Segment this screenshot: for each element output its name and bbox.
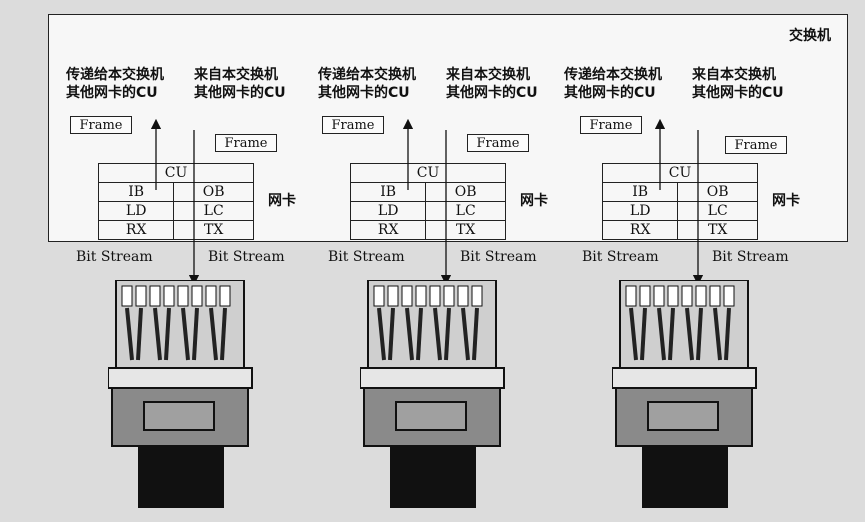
port-1: 传递给本交换机 其他网卡的CU 来自本交换机 其他网卡的CU Frame Fra…: [58, 0, 318, 522]
rj45-connector: [360, 280, 505, 508]
recv-caption-line-2: 其他网卡的CU: [446, 85, 538, 101]
frame-out-tag: Frame: [70, 116, 132, 134]
signal-arrows: [402, 118, 452, 286]
card-cell: RX: [97, 220, 175, 240]
frame-out-tag: Frame: [580, 116, 642, 134]
card-cell: RX: [349, 220, 427, 240]
card-label: 网卡: [772, 193, 800, 209]
send-caption: 传递给本交换机 其他网卡的CU: [318, 66, 416, 102]
recv-caption-line-1: 来自本交换机: [692, 67, 776, 83]
send-caption-line-2: 其他网卡的CU: [564, 85, 656, 101]
signal-arrows: [654, 118, 704, 286]
send-caption-line-2: 其他网卡的CU: [66, 85, 158, 101]
bitstream-right: Bit Stream: [208, 249, 285, 265]
recv-caption-line-1: 来自本交换机: [194, 67, 278, 83]
recv-caption: 来自本交换机 其他网卡的CU: [194, 66, 286, 102]
bitstream-left: Bit Stream: [328, 249, 405, 265]
send-caption: 传递给本交换机 其他网卡的CU: [564, 66, 662, 102]
recv-caption-line-1: 来自本交换机: [446, 67, 530, 83]
send-caption-line-1: 传递给本交换机: [318, 67, 416, 83]
switch-label: 交换机: [789, 28, 831, 44]
bitstream-left: Bit Stream: [582, 249, 659, 265]
recv-caption-line-2: 其他网卡的CU: [194, 85, 286, 101]
card-label: 网卡: [520, 193, 548, 209]
frame-in-tag: Frame: [725, 136, 787, 154]
card-cell: RX: [601, 220, 679, 240]
recv-caption: 来自本交换机 其他网卡的CU: [692, 66, 784, 102]
frame-in-tag: Frame: [467, 134, 529, 152]
port-2: 传递给本交换机 其他网卡的CU 来自本交换机 其他网卡的CU Frame Fra…: [310, 0, 570, 522]
card-cell: IB: [97, 182, 175, 202]
card-title: CU: [602, 163, 758, 183]
port-3: 传递给本交换机 其他网卡的CU 来自本交换机 其他网卡的CU Frame Fra…: [560, 0, 820, 522]
recv-caption: 来自本交换机 其他网卡的CU: [446, 66, 538, 102]
card-label: 网卡: [268, 193, 296, 209]
bitstream-right: Bit Stream: [712, 249, 789, 265]
send-caption: 传递给本交换机 其他网卡的CU: [66, 66, 164, 102]
frame-in-tag: Frame: [215, 134, 277, 152]
recv-caption-line-2: 其他网卡的CU: [692, 85, 784, 101]
bitstream-right: Bit Stream: [460, 249, 537, 265]
signal-arrows: [150, 118, 200, 286]
send-caption-line-1: 传递给本交换机: [564, 67, 662, 83]
send-caption-line-2: 其他网卡的CU: [318, 85, 410, 101]
frame-out-tag: Frame: [322, 116, 384, 134]
send-caption-line-1: 传递给本交换机: [66, 67, 164, 83]
rj45-connector: [612, 280, 757, 508]
rj45-connector: [108, 280, 253, 508]
bitstream-left: Bit Stream: [76, 249, 153, 265]
